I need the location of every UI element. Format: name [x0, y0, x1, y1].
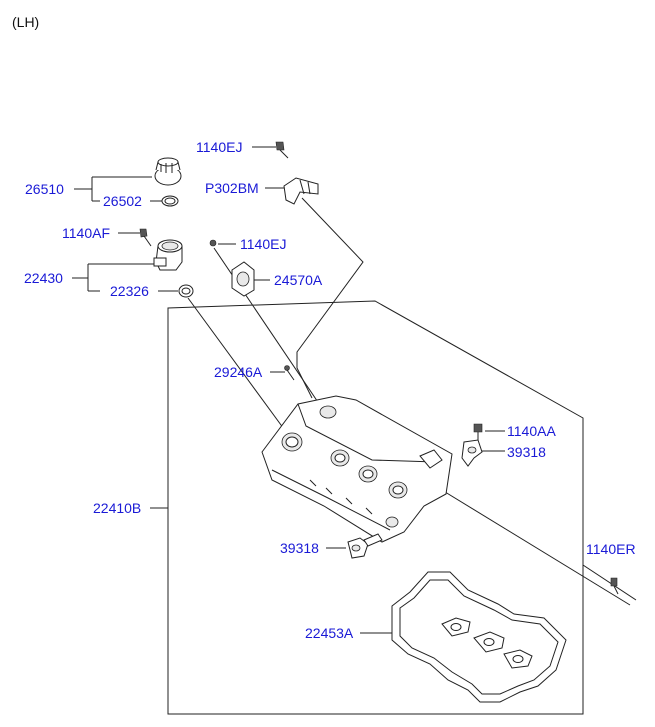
- cover-gasket: [391, 571, 567, 703]
- label-22453A: 22453A: [305, 625, 354, 641]
- label-1140EJ-mid: 1140EJ: [240, 236, 286, 252]
- label-26510: 26510: [25, 181, 64, 197]
- bolt-1140EJ-mid: [209, 239, 217, 247]
- breather-bracket: [283, 177, 319, 205]
- label-1140EJ-top: 1140EJ: [196, 139, 242, 155]
- label-1140AA: 1140AA: [507, 423, 556, 439]
- label-22410B: 22410B: [93, 500, 141, 516]
- label-P302BM: P302BM: [205, 180, 259, 196]
- leader-26510: [74, 176, 152, 202]
- bolt-1140ER: [610, 577, 619, 595]
- pin-29246A: [284, 365, 295, 381]
- filler-gasket-ring: [178, 284, 194, 298]
- oil-filler-neck: [153, 239, 183, 271]
- label-1140ER: 1140ER: [586, 541, 636, 557]
- assembly-boundary: [167, 300, 584, 715]
- bolt-1140AF: [139, 228, 152, 247]
- filler-o-ring: [161, 195, 179, 207]
- label-26502: 26502: [103, 193, 142, 209]
- fastener-leader-box: [582, 418, 637, 601]
- label-1140AF: 1140AF: [62, 225, 110, 241]
- cam-sensor-left: [347, 533, 383, 559]
- label-22326: 22326: [110, 283, 149, 299]
- view-label: (LH): [12, 14, 39, 30]
- label-22430: 22430: [24, 270, 63, 286]
- oil-filler-cap: [154, 157, 182, 186]
- label-39318-left: 39318: [280, 540, 319, 556]
- assembly-line-breather: [296, 197, 364, 399]
- leader-22430: [72, 263, 155, 292]
- assembly-line-fastener: [431, 483, 631, 606]
- label-24570A: 24570A: [274, 272, 323, 288]
- label-39318-right: 39318: [507, 444, 546, 460]
- bolt-1140AA: [473, 423, 483, 440]
- assembly-line-seal: [187, 297, 293, 441]
- bolt-1140EJ-top: [275, 141, 289, 159]
- cover-24570A: [231, 261, 255, 297]
- cam-sensor-right: [461, 439, 483, 467]
- label-29246A: 29246A: [214, 364, 263, 380]
- cylinder-head-cover: [261, 395, 453, 543]
